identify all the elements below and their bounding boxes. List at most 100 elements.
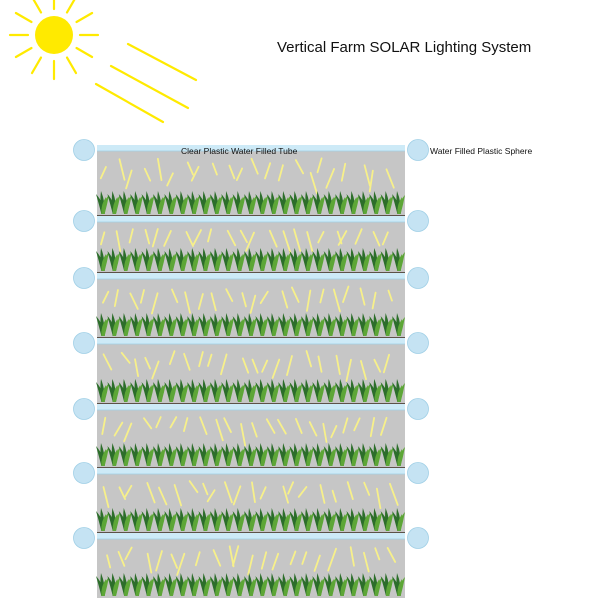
plant-icon [130,508,144,531]
plant-leaf [169,254,175,271]
plant-leaf [397,197,403,214]
plant-leaf [328,579,334,596]
plant-icon [244,443,257,466]
plant-leaf [294,449,300,466]
plant-leaf [192,385,198,402]
plant-leaf [180,385,186,402]
plant-leaf [306,385,312,402]
light-ray [143,417,153,430]
light-ray [306,231,314,253]
light-ray [125,169,133,190]
plant-icon [300,379,314,402]
light-ray [349,546,355,567]
plant-leaf [306,254,312,271]
light-ray [342,285,350,303]
light-ray [241,357,250,374]
plant-icon [380,191,394,214]
plant-icon [141,248,155,271]
light-ray [313,554,321,572]
plant-leaf [260,197,266,214]
water-sphere [407,139,429,161]
plant-icon [278,573,292,596]
plant-leaf [146,197,152,214]
light-ray [249,294,257,314]
light-ray [183,417,189,433]
plant-leaf [317,254,323,271]
plant-leaf [283,254,289,271]
light-ray [363,551,370,573]
plant-icon [107,248,121,271]
farm-tier [73,267,429,339]
plant-icon [357,573,371,596]
light-ray [250,157,259,175]
light-ray [186,161,194,176]
plant-icon [312,573,326,596]
plant-leaf [363,385,368,402]
light-ray [353,417,361,432]
plant-leaf [283,385,289,402]
light-ray [151,360,160,380]
light-ray [241,292,247,308]
plant-icon [187,573,201,596]
water-sphere [73,527,95,549]
plant-icon [255,379,269,402]
plant-leaf [203,254,209,271]
plant-icon [323,443,337,466]
plant-leaf [363,197,368,214]
plant-leaf [272,385,277,402]
plant-icon [130,248,144,271]
light-ray [146,552,153,574]
light-ray [359,287,366,306]
light-ray [389,482,399,506]
plant-icon [289,443,303,466]
plant-icon [232,573,246,596]
plant-icon [187,443,201,466]
plant-leaf [101,385,107,402]
light-ray [170,553,178,569]
plant-leaf [192,449,198,466]
light-ray [102,353,113,371]
plant-icon [392,248,405,271]
plant-leaf [169,197,175,214]
plant-icon [255,191,269,214]
plant-icon [175,248,189,271]
plant-leaf [340,254,346,271]
plant-leaf [124,449,129,466]
plant-icon [107,508,121,531]
plant-leaf [158,319,164,336]
plant-icon [369,443,383,466]
plant-icon [107,379,121,402]
plant-icon [255,508,269,531]
plant-leaf [158,254,164,271]
plant-icon [96,248,109,271]
plant-icon [266,508,280,531]
plant-leaf [306,514,312,531]
light-ray [374,547,381,561]
light-ray [282,485,289,504]
light-ray [371,291,377,310]
diagram-title: Vertical Farm SOLAR Lighting System [277,39,531,56]
plant-icon [380,379,394,402]
light-ray [354,228,363,245]
light-ray [144,356,151,370]
plant-icon [380,313,394,336]
light-ray [360,360,367,381]
plant-leaf [180,197,186,214]
plant-leaf [215,449,220,466]
light-ray [211,162,218,176]
sun-disc [35,16,73,54]
plant-icon [369,248,383,271]
plant-icon [198,248,212,271]
light-ray [183,352,191,371]
light-ray [305,350,313,368]
plant-icon [175,313,189,336]
plant-leaf [135,254,141,271]
plant-icon [141,313,155,336]
plant-leaf [351,254,357,271]
plant-leaf [351,197,357,214]
light-ray [286,355,293,376]
light-ray [265,418,276,434]
plant-icon [266,191,280,214]
plant-icon [130,313,144,336]
plant-leaf [112,514,118,531]
